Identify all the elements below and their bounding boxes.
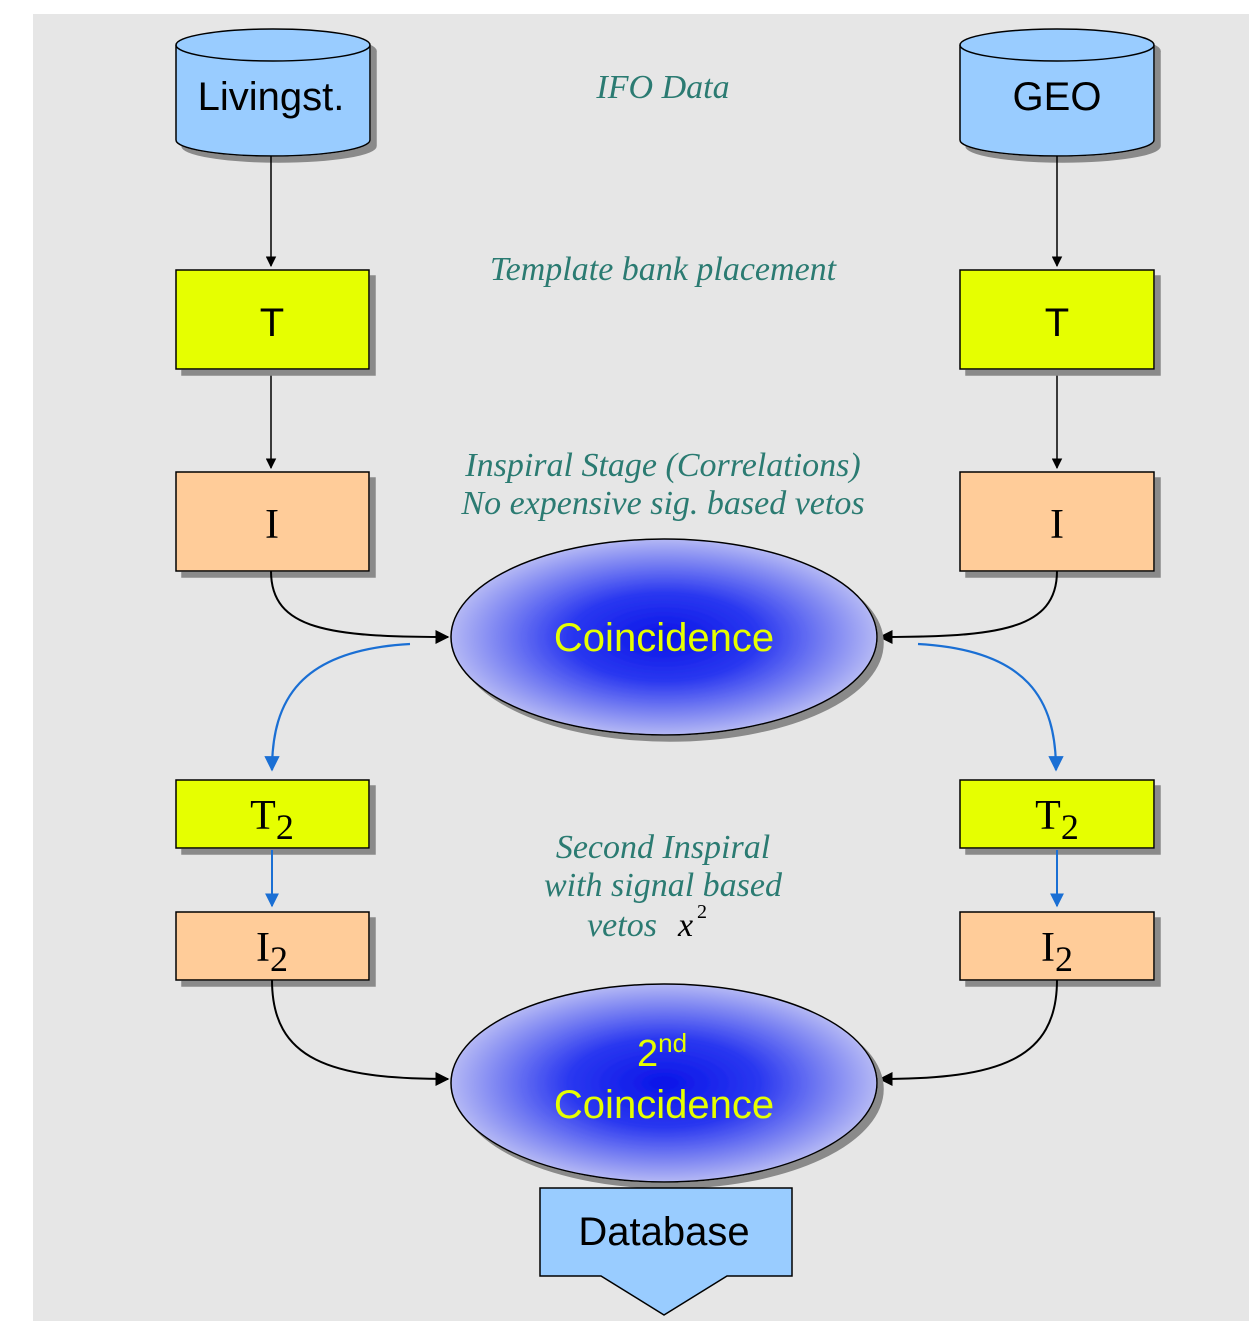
inspiral2-left-sub: 2: [270, 939, 288, 979]
template-bank-caption: Template bank placement: [490, 251, 838, 288]
database-label: Database: [578, 1210, 749, 1254]
second-inspiral-caption-line3: vetos: [587, 907, 657, 944]
template-box-left-label: T: [260, 301, 284, 345]
inspiral-box-right-label: I: [1050, 502, 1064, 548]
template2-right-sub: 2: [1061, 807, 1079, 847]
inspiral2-left-base: I: [256, 925, 270, 971]
coincidence-label: Coincidence: [554, 616, 774, 660]
template2-box-right-label: T2: [1035, 793, 1079, 847]
inspiral2-box-right-label: I2: [1041, 925, 1073, 979]
second-coincidence-suffix: nd: [658, 1028, 687, 1058]
template2-box-left: [175, 779, 370, 849]
geo-data-source: [959, 28, 1155, 157]
chi-superscript: 2: [697, 901, 707, 923]
inspiral-box-right: [959, 471, 1155, 572]
arrow-coincidence-to-t2-left: [264, 642, 411, 772]
coincidence-node: [450, 538, 878, 736]
template2-left-base: T: [250, 793, 276, 839]
inspiral-box-left: [175, 471, 370, 572]
database-output: [539, 1187, 793, 1316]
arrow-coincidence-to-t2-right: [917, 642, 1064, 772]
ifo-data-caption: IFO Data: [595, 69, 729, 106]
template2-box-left-label: T2: [250, 793, 294, 847]
arrow-i-left-to-coincidence: [270, 570, 450, 644]
second-inspiral-caption-line1: Second Inspiral: [556, 829, 770, 866]
second-coincidence-ordinal: 2nd: [637, 1028, 687, 1075]
arrow-i2-left-to-second-coincidence: [271, 979, 450, 1086]
inspiral2-box-left-label: I2: [256, 925, 288, 979]
inspiral2-right-base: I: [1041, 925, 1055, 971]
arrow-i-right-to-coincidence: [878, 570, 1058, 644]
livingston-label: Livingst.: [198, 75, 345, 119]
second-inspiral-caption-line2: with signal based: [544, 867, 783, 904]
template2-box-right: [959, 779, 1155, 849]
inspiral2-box-right: [959, 911, 1155, 981]
template2-right-base: T: [1035, 793, 1061, 839]
second-coincidence-number: 2: [637, 1033, 658, 1075]
inspiral-caption-line2: No expensive sig. based vetos: [460, 485, 864, 522]
template2-left-sub: 2: [276, 807, 294, 847]
template-box-left: [175, 269, 370, 370]
inspiral2-right-sub: 2: [1055, 939, 1073, 979]
inspiral-caption-line1: Inspiral Stage (Correlations): [464, 447, 860, 484]
template-box-right-label: T: [1045, 301, 1069, 345]
second-coincidence-label: Coincidence: [554, 1083, 774, 1127]
livingston-data-source: [175, 28, 371, 157]
second-coincidence-node: [450, 983, 878, 1183]
template-box-right: [959, 269, 1155, 370]
arrow-i2-right-to-second-coincidence: [878, 979, 1058, 1086]
inspiral2-box-left: [175, 911, 370, 981]
geo-label: GEO: [1013, 75, 1102, 119]
chi-symbol: x: [677, 907, 693, 944]
inspiral-box-left-label: I: [265, 502, 279, 548]
